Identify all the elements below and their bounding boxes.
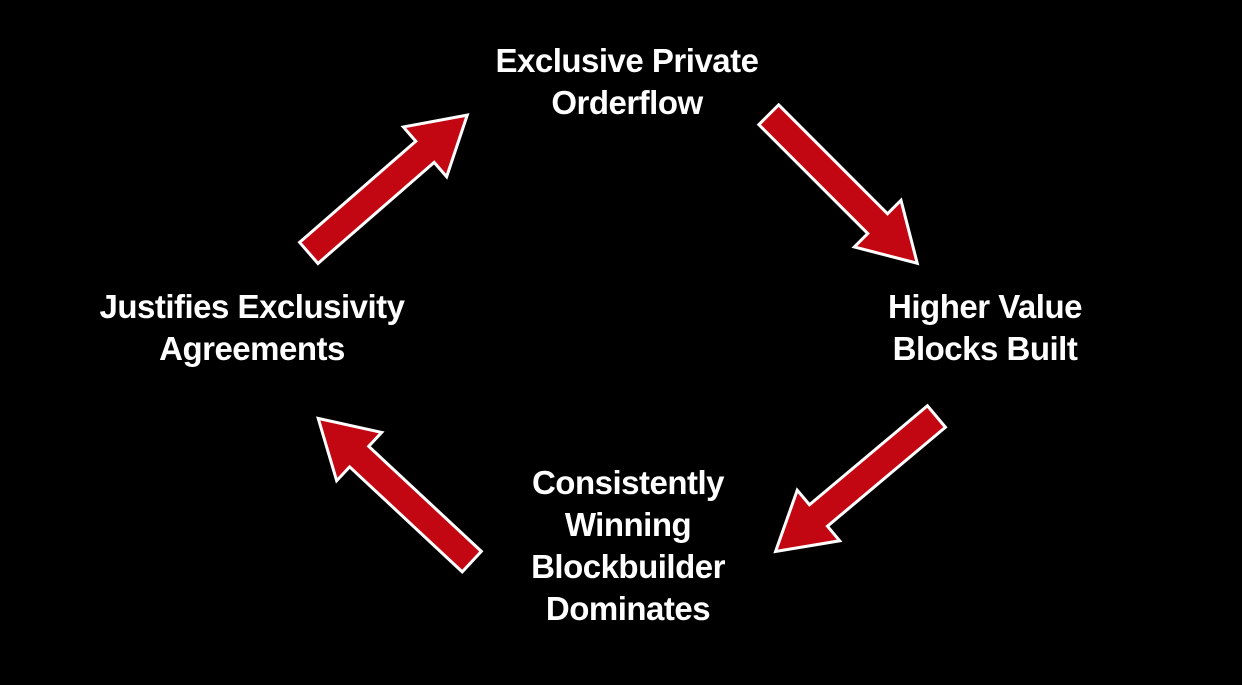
node-consistently-winning-blockbuilder-dominates: Consistently Winning Blockbuilder Domina…: [531, 464, 725, 627]
node-higher-value-blocks-built: Higher Value Blocks Built: [888, 288, 1082, 367]
node-justifies-exclusivity-agreements: Justifies Exclusivity Agreements: [99, 288, 405, 367]
node-exclusive-private-orderflow: Exclusive Private Orderflow: [495, 42, 759, 121]
